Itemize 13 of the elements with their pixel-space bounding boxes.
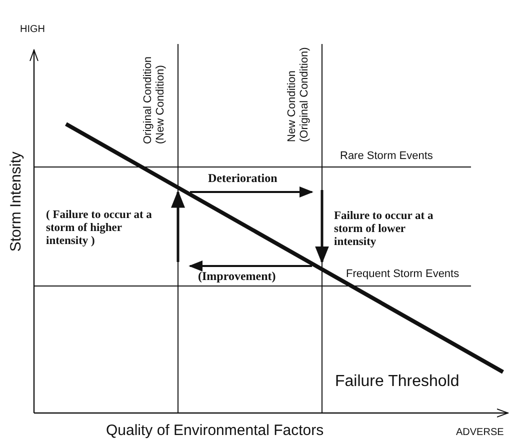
line-label: Rare Storm Events <box>340 150 433 163</box>
line-label: Failure Threshold <box>335 373 460 392</box>
arrow-label: Deterioration <box>208 172 278 186</box>
annotation-text: Failure to occur at a storm of lower intensity <box>334 210 434 250</box>
line-label: Frequent Storm Events <box>346 268 460 281</box>
axis-end-label: ADVERSE <box>456 427 504 438</box>
axis-end-label: HIGH <box>20 24 45 36</box>
axis-title: Storm Intensity <box>7 152 25 252</box>
arrow-label: (Improvement) <box>198 270 276 284</box>
condition-label: New Condition (Original Condition) <box>286 46 312 142</box>
annotation-text: ( Failure to occur at a storm of higher intensity ) <box>46 209 153 249</box>
axis-title: Quality of Environmental Factors <box>106 422 324 440</box>
condition-label: Original Condition (New Condition) <box>142 56 168 144</box>
